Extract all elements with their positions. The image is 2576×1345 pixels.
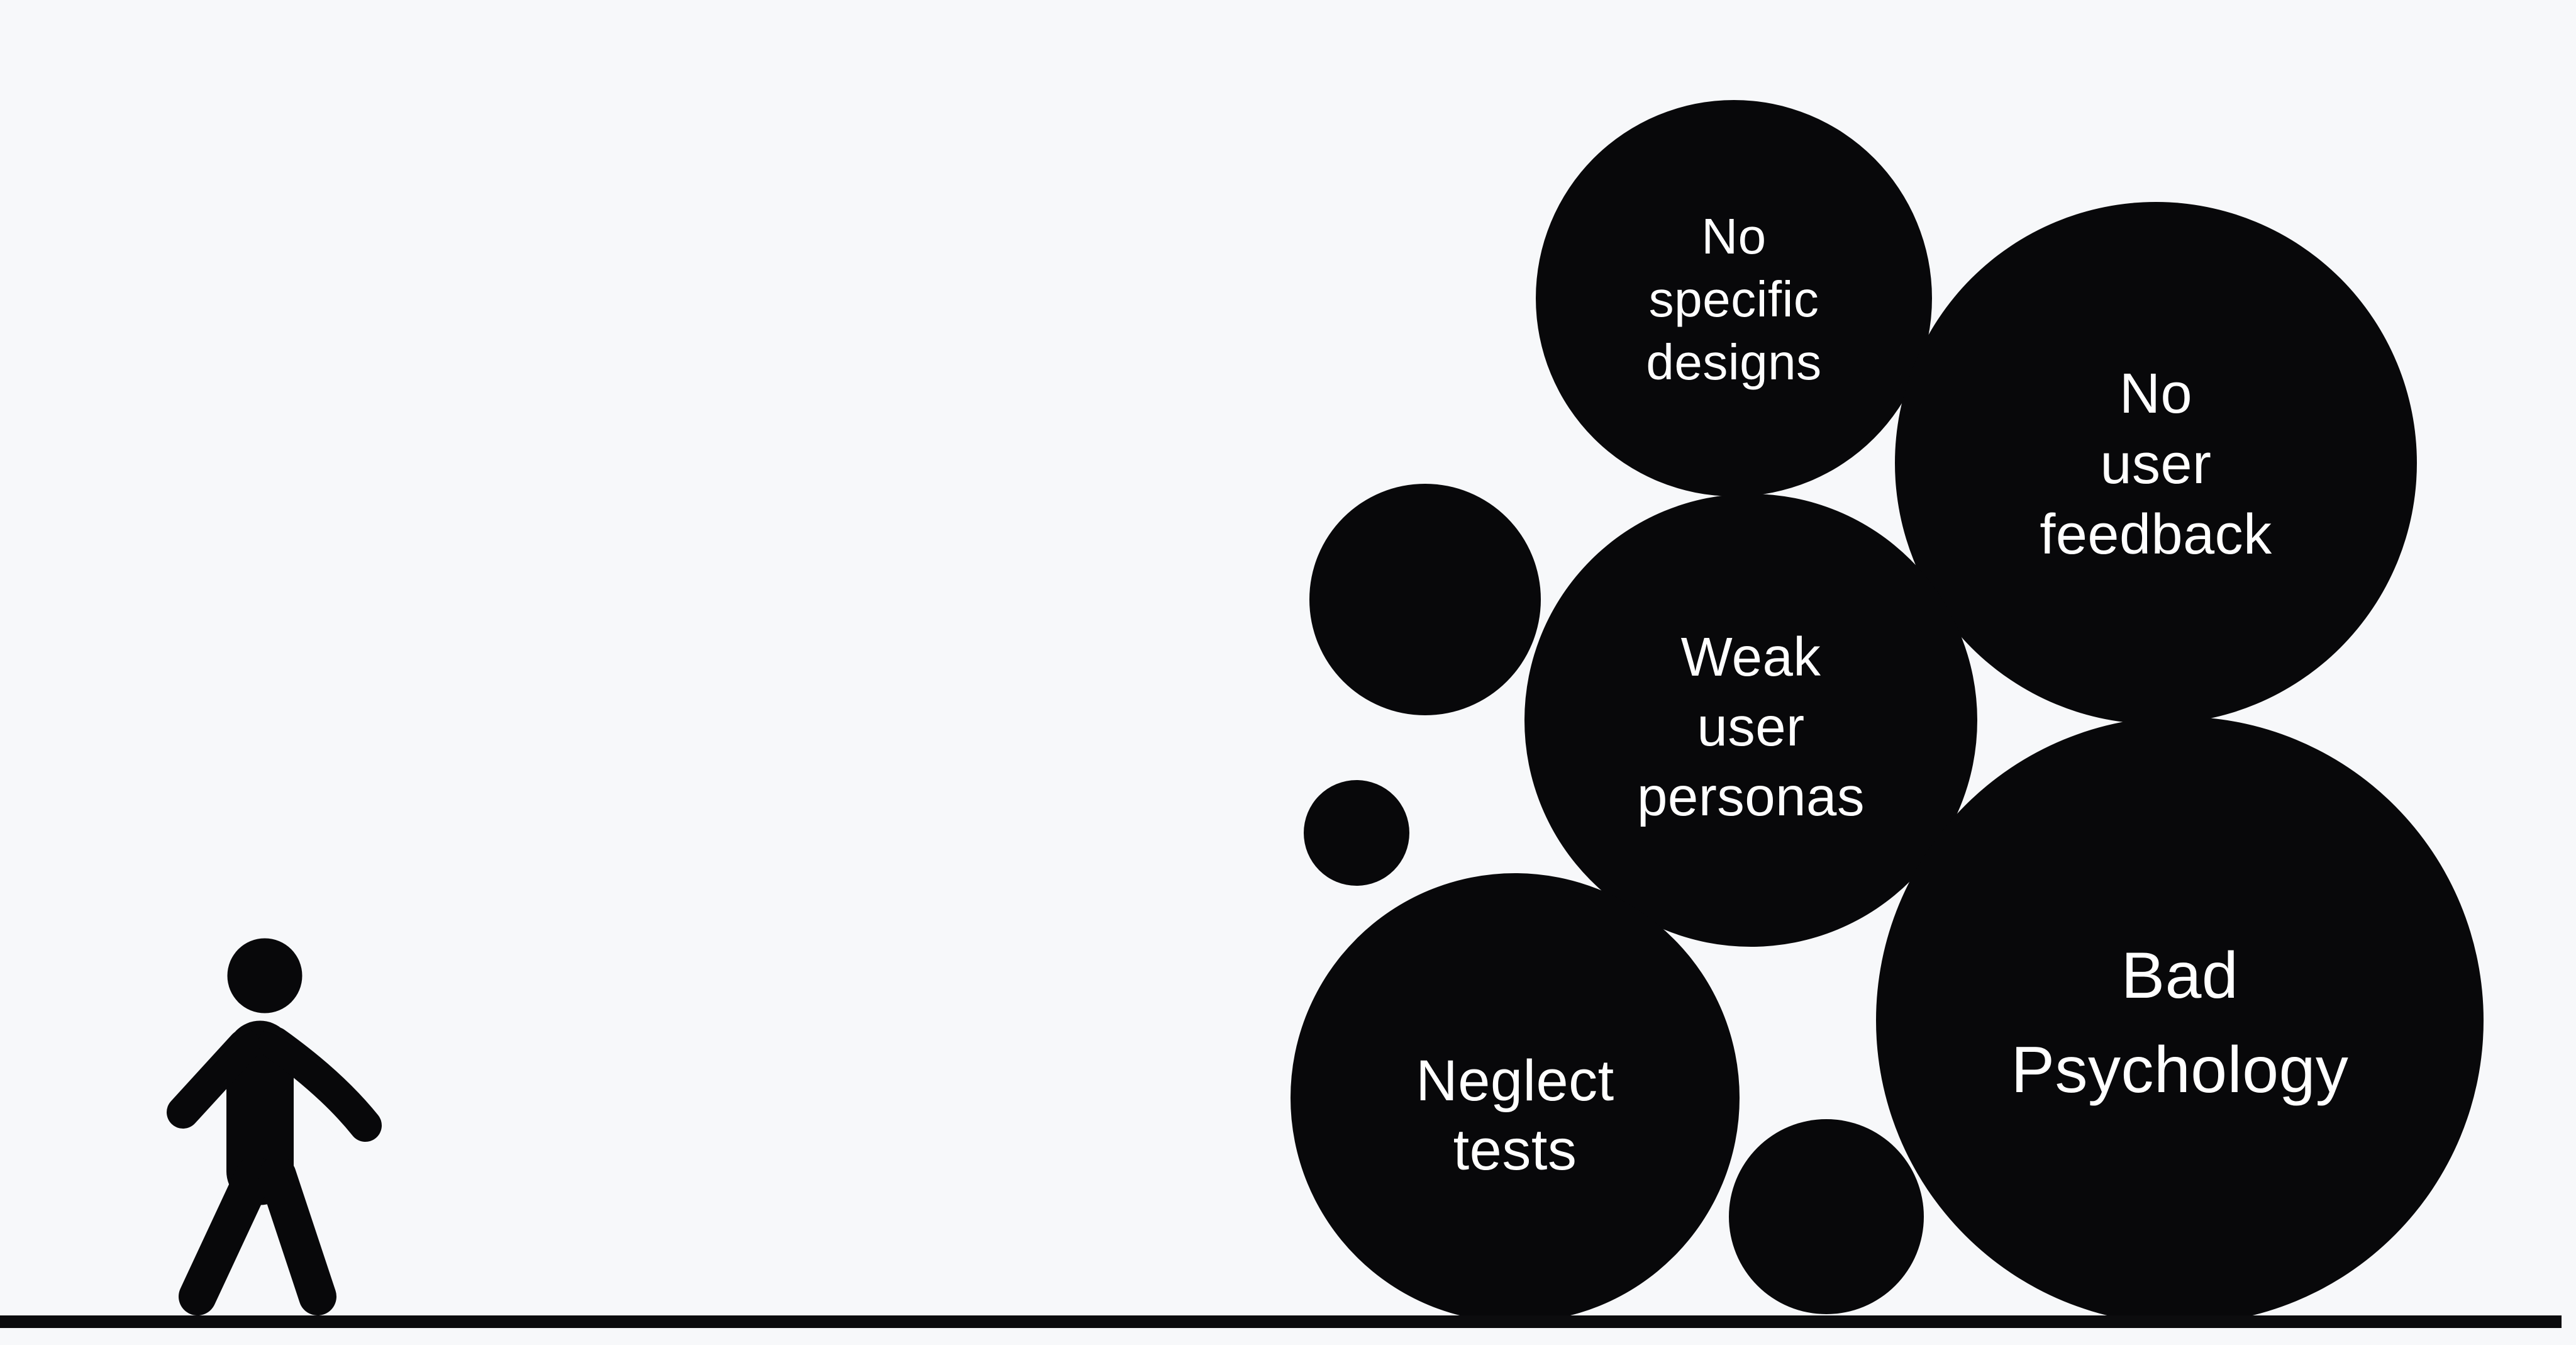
bubble-plain-tiny-left — [1304, 780, 1409, 886]
bubble-no-specific-designs: No specific designs — [1536, 100, 1932, 496]
person-head — [227, 938, 303, 1013]
person-back-leg — [179, 1156, 273, 1315]
bubble-neglect-tests: Neglect tests — [1291, 873, 1740, 1322]
bubble-label: Neglect tests — [1416, 1049, 1614, 1182]
ground-line — [0, 1315, 2562, 1328]
person-front-leg — [258, 1156, 336, 1315]
walking-person-icon — [167, 938, 382, 1315]
bubble-label: Bad Psychology — [2011, 939, 2349, 1107]
person-back-arm — [167, 1029, 260, 1129]
bubble-plain-bottom-small — [1729, 1119, 1924, 1314]
bubble-bad-psychology: Bad Psychology — [1876, 717, 2484, 1324]
bubble-plain-upper-left — [1309, 484, 1541, 715]
bubble-weak-user-personas: Weak user personas — [1524, 494, 1977, 947]
bubble-no-user-feedback: No user feedback — [1895, 202, 2417, 724]
bubble-label: No user feedback — [2040, 362, 2272, 566]
bubble-label: Weak user personas — [1637, 626, 1865, 827]
person-front-arm — [258, 1027, 382, 1142]
bubble-label: No specific designs — [1646, 208, 1822, 390]
